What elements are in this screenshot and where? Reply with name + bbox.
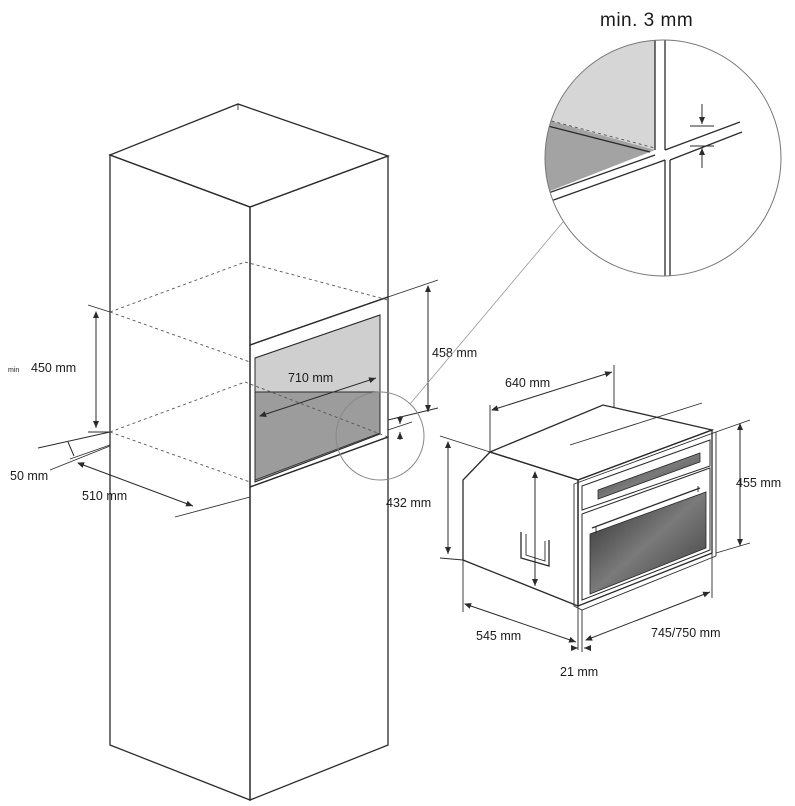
min-3mm-label: min. 3 mm [600,10,693,31]
oven [462,402,717,611]
dim-432-label: 432 mm [386,496,431,510]
dim-510-label: 510 mm [82,489,127,503]
dim-745-750: 745/750 mm [585,553,720,641]
dim-640: 640 mm [489,365,615,452]
dim-710: 710 mm [259,371,377,417]
dim-745-750-label: 745/750 mm [651,626,720,640]
cabinet-front-upper [249,155,389,346]
dim-545-label: 545 mm [476,629,521,643]
dim-640-label: 640 mm [505,376,550,390]
detail-circle-outline [544,39,782,277]
dim-50-label: 50 mm [10,469,48,483]
min-prefix-label: min [8,367,19,374]
dim-458: 458 mm [387,279,477,421]
magnifier-small-circle [335,391,425,481]
oven-display [597,452,701,500]
dim-432: 432 mm [386,435,538,586]
oven-door-glass [589,491,707,595]
dim-455-label: 455 mm [736,476,781,490]
dim-510: 510 mm [69,444,251,518]
niche-floor [254,391,381,483]
tall-cabinet [108,103,390,801]
oven-door-handle [591,487,701,529]
dim-458-label: 458 mm [432,346,477,360]
dim-21: 21 mm [560,610,598,679]
dim-545: 545 mm [462,560,579,650]
cabinet-top [108,103,390,208]
cabinet-front-lower [249,436,389,801]
dim-450-label: 450 mm [31,361,76,375]
gap-arrows-small [387,416,413,440]
detail-circle [544,39,782,277]
magnifier-connector [409,221,564,405]
dim-455: 455 mm [715,419,781,554]
dim-21-label: 21 mm [560,665,598,679]
dim-710-label: 710 mm [288,371,333,385]
oven-side [462,451,579,607]
dim-50: 50 mm [10,431,111,483]
cabinet-left-side [109,154,251,801]
dim-450: min 450 mm [8,304,111,433]
